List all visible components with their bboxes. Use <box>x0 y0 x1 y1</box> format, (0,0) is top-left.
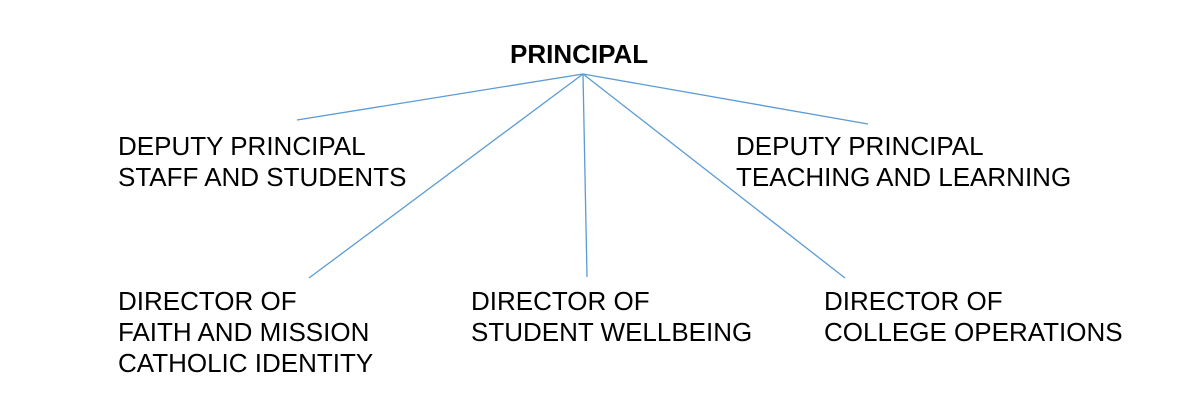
node-deputy-principal-teaching-and-learning: DEPUTY PRINCIPAL TEACHING AND LEARNING <box>736 131 1071 193</box>
node-label-line: DIRECTOR OF <box>118 286 297 316</box>
node-principal: PRINCIPAL <box>510 39 648 70</box>
node-label-line: FAITH AND MISSION <box>118 317 370 347</box>
node-deputy-principal-staff-and-students: DEPUTY PRINCIPAL STAFF AND STUDENTS <box>118 131 406 193</box>
node-label-line: CATHOLIC IDENTITY <box>118 348 374 378</box>
node-director-student-wellbeing: DIRECTOR OF STUDENT WELLBEING <box>471 286 752 348</box>
connector-principal-deputy-teaching <box>582 73 869 125</box>
node-label-line: DIRECTOR OF <box>471 286 650 316</box>
node-director-college-operations: DIRECTOR OF COLLEGE OPERATIONS <box>824 286 1123 348</box>
connector-principal-director-operations <box>582 73 846 279</box>
connector-principal-director-faith <box>308 73 584 279</box>
node-label-line: DEPUTY PRINCIPAL <box>118 131 366 161</box>
node-label-line: DEPUTY PRINCIPAL <box>736 131 984 161</box>
node-principal-title: PRINCIPAL <box>510 39 649 69</box>
node-label-line: STUDENT WELLBEING <box>471 317 753 347</box>
connector-principal-deputy-staff <box>296 73 584 121</box>
node-label-line: TEACHING AND LEARNING <box>736 162 1072 192</box>
node-director-faith-and-mission: DIRECTOR OF FAITH AND MISSION CATHOLIC I… <box>118 286 373 379</box>
node-label-line: DIRECTOR OF <box>824 286 1003 316</box>
node-label-line: COLLEGE OPERATIONS <box>824 317 1123 347</box>
node-label-line: STAFF AND STUDENTS <box>118 162 407 192</box>
connector-principal-director-wellbeing <box>582 73 588 278</box>
